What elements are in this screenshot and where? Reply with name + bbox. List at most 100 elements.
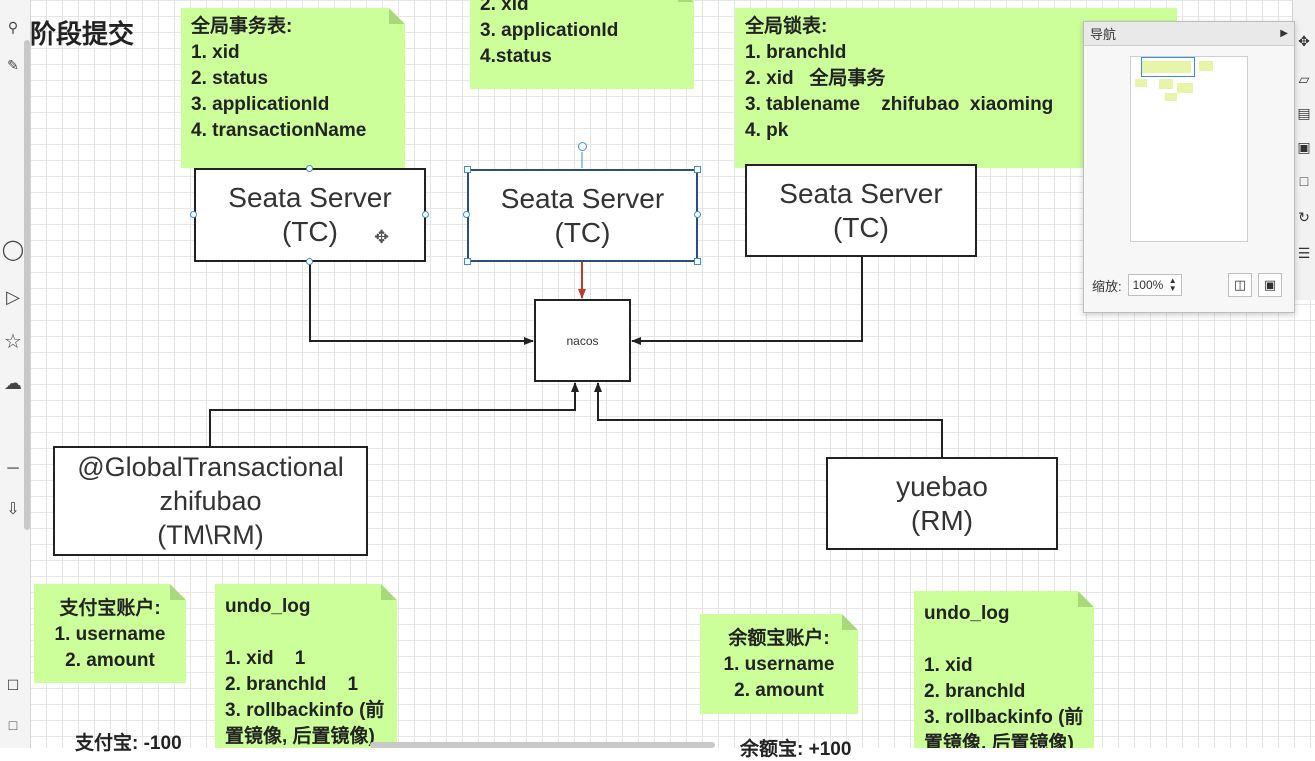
left-toolbar: ⚲ ✎ ◯ ▷ ☆ ☁ ─ ⇩ ☐ □ bbox=[0, 0, 31, 748]
note-line: 2. xid 全局事务 bbox=[745, 68, 886, 89]
note-line: 2. amount bbox=[65, 650, 155, 671]
comment-shape-icon[interactable]: ☐ bbox=[6, 676, 20, 693]
vertical-scrollbar[interactable] bbox=[24, 40, 30, 530]
star-shape-icon[interactable]: ☆ bbox=[4, 330, 22, 353]
navigator-icon[interactable]: ✥ bbox=[1298, 32, 1310, 49]
line-shape-icon[interactable]: ─ bbox=[7, 460, 19, 477]
page-title: 阶段提交 bbox=[30, 19, 135, 49]
box-label: (TC) bbox=[282, 216, 338, 247]
rotate-handle[interactable] bbox=[578, 142, 587, 151]
connection-point[interactable] bbox=[306, 258, 313, 265]
calendar-icon[interactable]: ▤ bbox=[1297, 104, 1311, 121]
pentagon-shape-icon[interactable]: ▷ bbox=[6, 286, 20, 307]
seata-server-tc-3[interactable]: Seata Server (TC) bbox=[745, 164, 977, 257]
document-shape-icon[interactable]: □ bbox=[8, 717, 18, 733]
note-global-transaction-table[interactable]: 全局事务表: 1. xid 2. status 3. applicationId… bbox=[181, 8, 405, 168]
note-undo-log-right[interactable]: undo_log 1. xid 2. branchId 3. rollbacki… bbox=[914, 591, 1094, 748]
alipay-balance-change: 支付宝: -100 bbox=[75, 733, 182, 754]
note-line: 2. branchId 1 bbox=[225, 674, 359, 695]
note-branch-transaction-table[interactable]: 2. xid 3. applicationId 4.status bbox=[470, 0, 694, 89]
note-line: 1. xid bbox=[924, 655, 973, 676]
horizontal-scrollbar[interactable] bbox=[370, 742, 715, 748]
box-label: Seata Server bbox=[228, 182, 392, 213]
note-line: 3. rollbackinfo (前 bbox=[225, 700, 385, 721]
note-line: 2. branchId bbox=[924, 681, 1026, 702]
box-label: (RM) bbox=[910, 504, 974, 536]
note-line: 4. pk bbox=[745, 120, 789, 141]
note-line: 2. xid bbox=[480, 0, 529, 15]
edit-icon[interactable]: ✎ bbox=[7, 56, 19, 73]
note-line: 1. username bbox=[723, 654, 835, 675]
fit-to-screen-button[interactable]: ▣ bbox=[1258, 273, 1282, 297]
note-line: 3. applicationId bbox=[480, 20, 619, 41]
format-icon[interactable]: ▱ bbox=[1298, 70, 1310, 87]
note-line: 置镜像, 后置镜像) bbox=[924, 733, 1074, 754]
note-line: 1. xid 1 bbox=[225, 648, 306, 669]
box-label: (TC) bbox=[833, 211, 889, 243]
connection-point[interactable] bbox=[190, 211, 197, 218]
history-icon[interactable]: ↻ bbox=[1298, 208, 1310, 225]
box-label: zhifubao bbox=[159, 486, 262, 516]
circle-shape-icon[interactable]: ◯ bbox=[1, 238, 25, 261]
box-label: yuebao bbox=[896, 470, 988, 502]
zoom-value: 100% bbox=[1132, 278, 1164, 292]
seata-server-tc-1[interactable]: Seata Server (TC) ✥ bbox=[194, 168, 426, 262]
note-line: 4.status bbox=[480, 46, 552, 67]
box-label: Seata Server bbox=[779, 177, 943, 209]
note-line: 全局事务表: bbox=[191, 16, 293, 37]
page-icon[interactable]: ▣ bbox=[1297, 138, 1311, 155]
navigator-header[interactable]: 导航 ▶ bbox=[1084, 22, 1294, 46]
resize-handle[interactable] bbox=[694, 258, 701, 265]
note-line: 1. xid bbox=[191, 42, 240, 63]
search-icon[interactable]: ⚲ bbox=[7, 18, 19, 35]
note-line: 2. status bbox=[191, 68, 269, 89]
zoom-input[interactable]: 100% ▲▼ bbox=[1127, 274, 1182, 296]
nacos-box[interactable]: nacos bbox=[534, 299, 631, 382]
navigator-viewport[interactable] bbox=[1141, 57, 1195, 77]
seata-server-tc-2[interactable]: Seata Server (TC) bbox=[467, 169, 698, 262]
present-button[interactable]: ◫ bbox=[1228, 273, 1252, 297]
right-toolbar: ✥ ▱ ▤ ▣ □ ↻ ☰ bbox=[1292, 0, 1315, 300]
note-line: 3. rollbackinfo (前 bbox=[924, 707, 1084, 728]
box-label: Seata Server bbox=[500, 182, 665, 214]
yuebao-rm-box[interactable]: yuebao (RM) bbox=[826, 457, 1058, 550]
resize-handle[interactable] bbox=[464, 258, 471, 265]
connection-point[interactable] bbox=[422, 211, 429, 218]
note-line: 全局锁表: bbox=[745, 16, 828, 37]
note-yuebao-account[interactable]: 余额宝账户: 1. username 2. amount bbox=[700, 614, 858, 714]
note-line: undo_log bbox=[225, 596, 311, 617]
connection-point[interactable] bbox=[463, 211, 470, 218]
navigator-title: 导航 bbox=[1090, 27, 1117, 42]
note-line: 支付宝账户: bbox=[59, 598, 161, 619]
arrow-down-shape-icon[interactable]: ⇩ bbox=[6, 501, 20, 518]
cloud-shape-icon[interactable]: ☁ bbox=[4, 372, 22, 393]
note-line: 1. branchId bbox=[745, 42, 847, 63]
resize-handle[interactable] bbox=[464, 166, 471, 173]
note-line: undo_log bbox=[924, 603, 1010, 624]
move-cursor-icon: ✥ bbox=[374, 227, 390, 247]
note-undo-log-left[interactable]: undo_log 1. xid 1 2. branchId 1 3. rollb… bbox=[215, 584, 397, 748]
note-alipay-account[interactable]: 支付宝账户: 1. username 2. amount bbox=[34, 584, 186, 683]
note-line bbox=[924, 627, 1084, 653]
resize-handle[interactable] bbox=[694, 166, 701, 173]
box-label: (TC) bbox=[554, 216, 611, 248]
note-line: 4. transactionName bbox=[191, 120, 367, 141]
note-line: 1. username bbox=[54, 624, 166, 645]
navigator-preview[interactable] bbox=[1130, 56, 1248, 242]
collapse-arrow-icon[interactable]: ▶ bbox=[1280, 28, 1288, 39]
navigator-panel: 导航 ▶ 缩放: 100% ▲▼ ◫ ▣ bbox=[1083, 21, 1295, 313]
document-icon[interactable]: □ bbox=[1299, 173, 1309, 189]
zhifubao-tm-rm-box[interactable]: @GlobalTransactional zhifubao (TM\RM) bbox=[53, 446, 368, 556]
note-line: 3. applicationId bbox=[191, 94, 330, 115]
connection-point[interactable] bbox=[306, 165, 313, 172]
note-line bbox=[225, 620, 387, 646]
note-line: 2. amount bbox=[734, 680, 824, 701]
connection-point[interactable] bbox=[694, 211, 701, 218]
box-label: @GlobalTransactional bbox=[77, 452, 344, 482]
stepper-icon[interactable]: ▲▼ bbox=[1168, 276, 1177, 293]
comment-icon[interactable]: ☰ bbox=[1297, 244, 1311, 261]
note-line: 余额宝账户: bbox=[728, 628, 830, 649]
note-line: 3. tablename zhifubao xiaoming bbox=[745, 94, 1054, 115]
note-line: 置镜像, 后置镜像) bbox=[225, 726, 375, 747]
box-label: nacos bbox=[566, 333, 599, 348]
